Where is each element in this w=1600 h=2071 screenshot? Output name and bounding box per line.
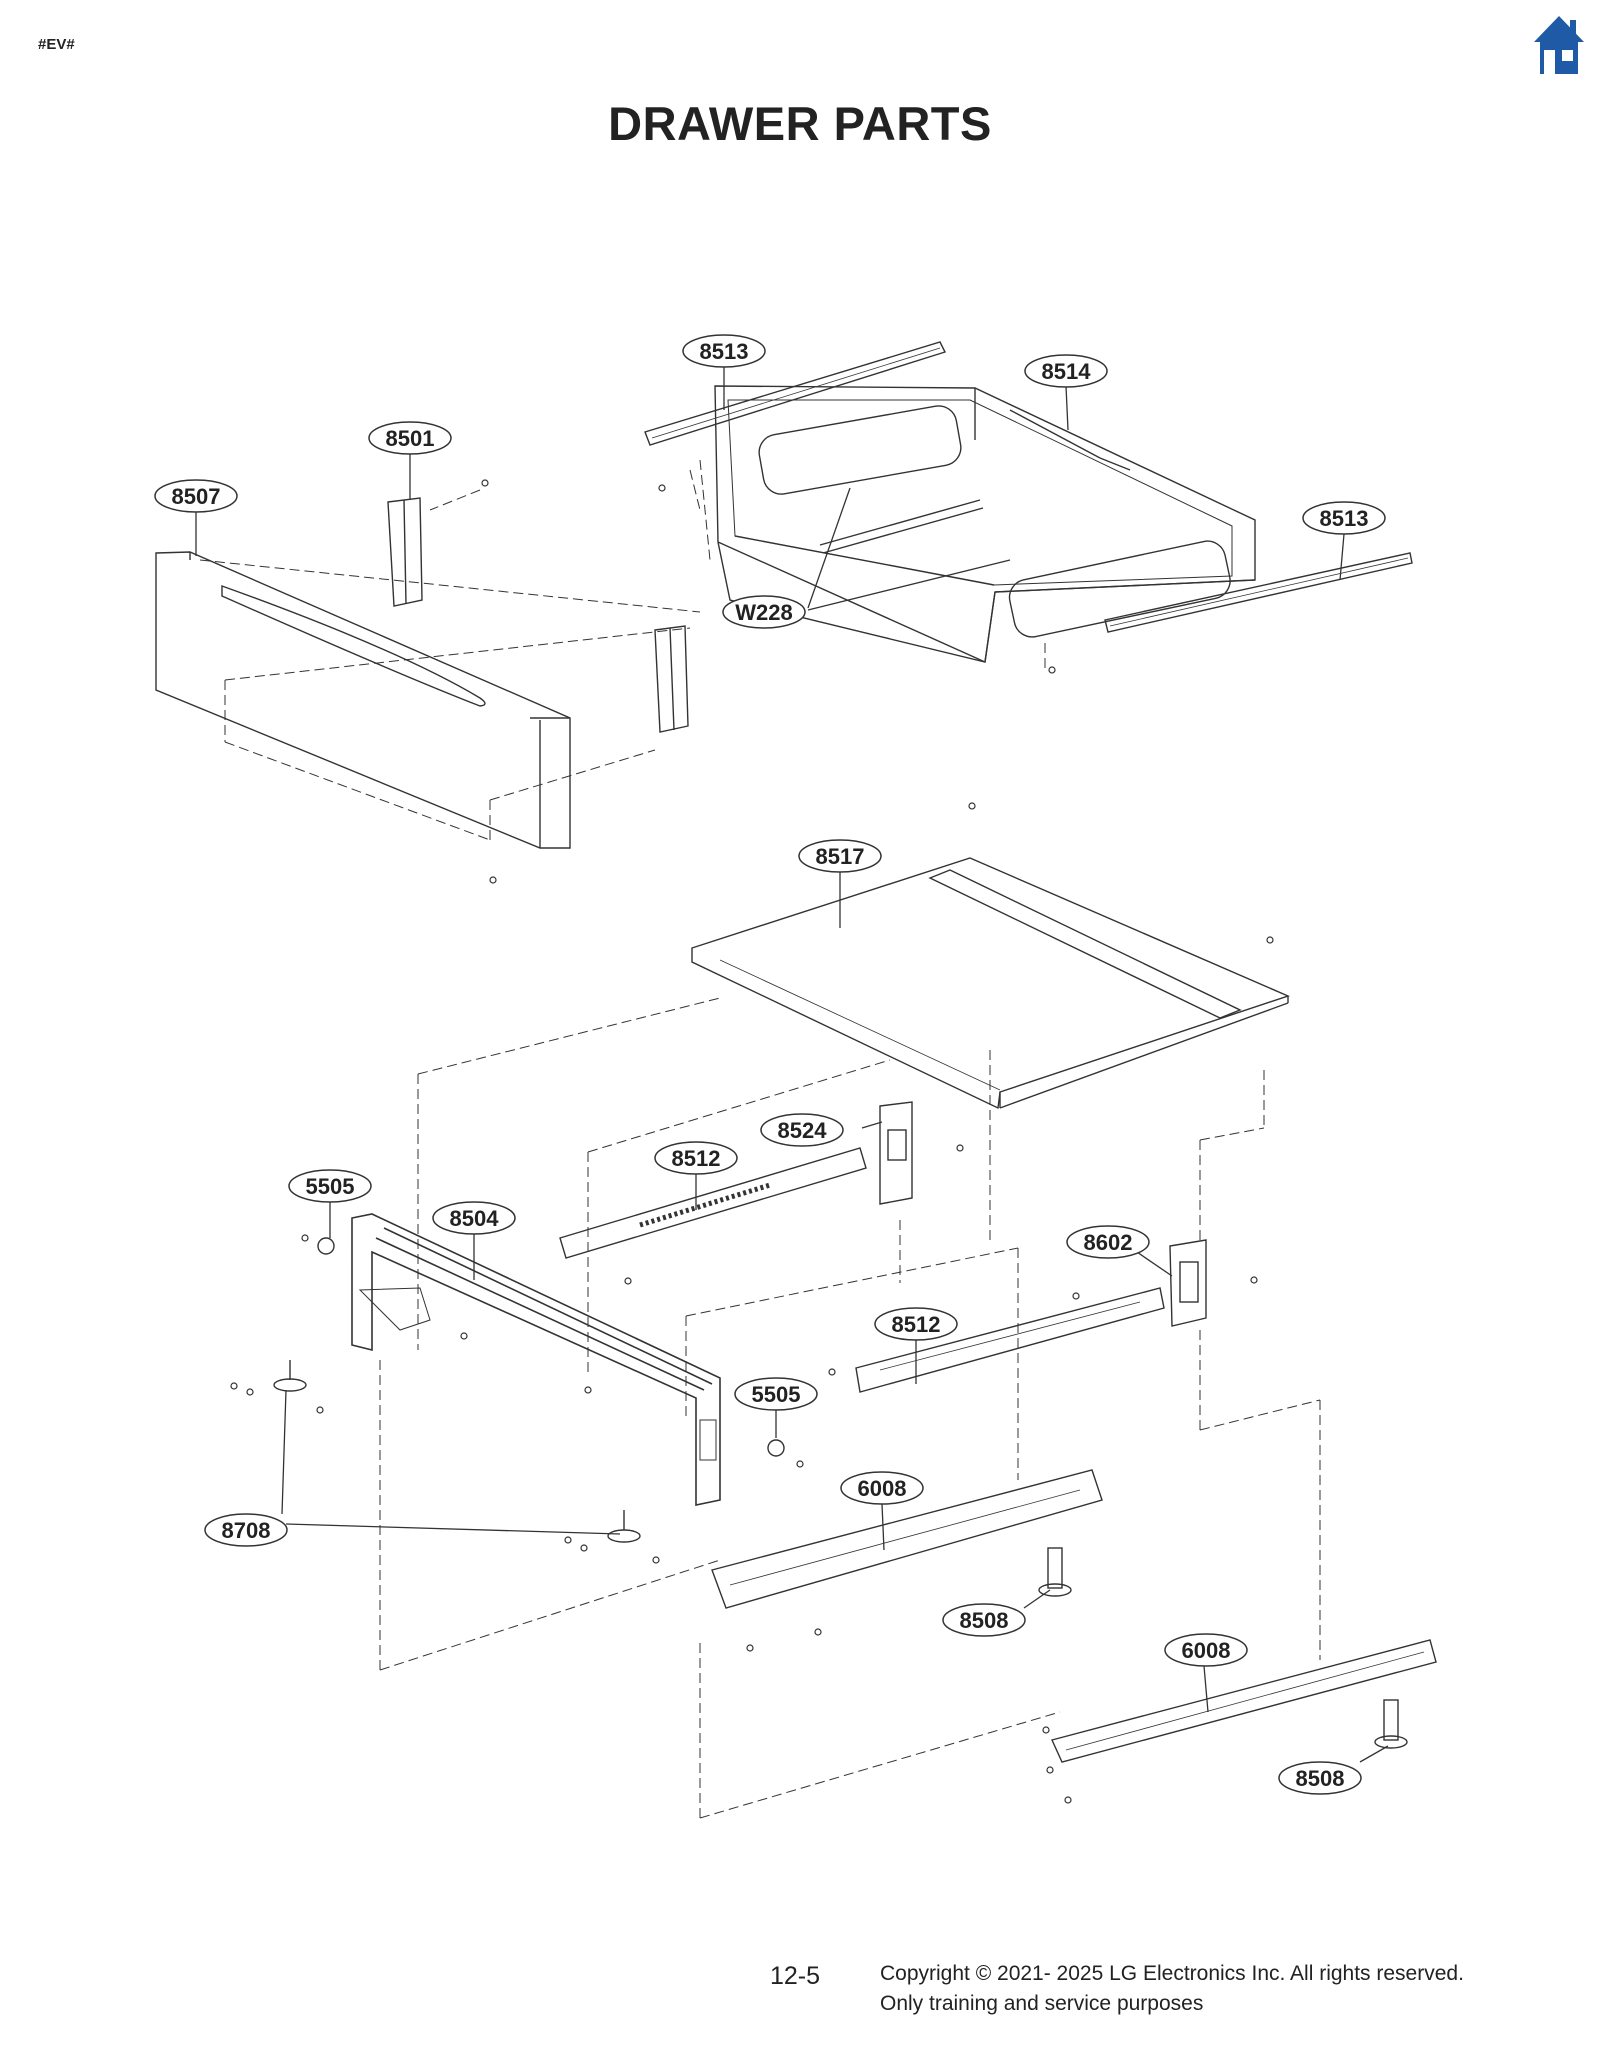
leg-foot-b bbox=[607, 1510, 641, 1543]
callout-8512-lower: 8512 bbox=[874, 1307, 958, 1341]
callout-label: 8501 bbox=[386, 426, 435, 451]
callout-label: 5505 bbox=[306, 1174, 355, 1199]
callout-label: 8512 bbox=[892, 1312, 941, 1337]
page-title: DRAWER PARTS bbox=[608, 97, 992, 150]
callout-5505-right: 5505 bbox=[734, 1377, 818, 1411]
callout-8508-front: 8508 bbox=[942, 1603, 1026, 1637]
callout-6008-front: 6008 bbox=[840, 1471, 924, 1505]
base-rail-front bbox=[711, 1469, 1103, 1609]
callout-8514: 8514 bbox=[1024, 354, 1108, 388]
callout-label: 8508 bbox=[960, 1608, 1009, 1633]
bracket-8524 bbox=[879, 1101, 913, 1205]
callout-W228: W228 bbox=[722, 595, 806, 629]
callout-label: 6008 bbox=[1182, 1638, 1231, 1663]
slide-rail-top bbox=[644, 341, 946, 446]
bracket-right bbox=[654, 625, 689, 733]
cover-plate bbox=[691, 857, 1290, 1110]
callout-8501: 8501 bbox=[368, 421, 452, 455]
callout-label: 8602 bbox=[1084, 1230, 1133, 1255]
callout-8513-right: 8513 bbox=[1302, 501, 1386, 535]
callout-label: 8508 bbox=[1296, 1766, 1345, 1791]
callout-8708: 8708 bbox=[204, 1513, 288, 1547]
callout-label: W228 bbox=[735, 600, 792, 625]
callout-8508-rear: 8508 bbox=[1278, 1761, 1362, 1795]
callout-8524: 8524 bbox=[760, 1113, 844, 1147]
leveler-b bbox=[1374, 1699, 1408, 1749]
page-number: 12-5 bbox=[770, 1962, 821, 1990]
callout-label: 6008 bbox=[858, 1476, 907, 1501]
callout-6008-rear: 6008 bbox=[1164, 1633, 1248, 1667]
bumper-b bbox=[767, 1439, 785, 1457]
callout-label: 8504 bbox=[450, 1206, 500, 1231]
callout-8602: 8602 bbox=[1066, 1225, 1150, 1259]
page-tag: #EV# bbox=[38, 36, 75, 53]
bumper-a bbox=[317, 1237, 335, 1255]
callout-label: 8708 bbox=[222, 1518, 271, 1543]
home-icon[interactable] bbox=[1532, 14, 1586, 76]
bracket-left bbox=[387, 497, 423, 607]
callout-label: 5505 bbox=[752, 1382, 801, 1407]
callout-label: 8524 bbox=[778, 1118, 828, 1143]
bracket-8602 bbox=[1169, 1239, 1207, 1327]
callout-label: 8513 bbox=[700, 339, 749, 364]
leg-foot-a bbox=[273, 1360, 307, 1392]
callout-label: 8513 bbox=[1320, 506, 1369, 531]
callout-label: 8507 bbox=[172, 484, 221, 509]
callout-label: 8512 bbox=[672, 1146, 721, 1171]
slide-rail-lower bbox=[855, 1287, 1165, 1393]
callout-8512-upper: 8512 bbox=[654, 1141, 738, 1175]
callout-5505-left: 5505 bbox=[288, 1169, 372, 1203]
callout-8507: 8507 bbox=[154, 479, 238, 513]
copyright-text: Copyright © 2021- 2025 LG Electronics In… bbox=[880, 1962, 1464, 1985]
usage-notice: Only training and service purposes bbox=[880, 1992, 1204, 2015]
callout-8517: 8517 bbox=[798, 839, 882, 873]
drawer-frame bbox=[351, 1213, 721, 1506]
drawer-front bbox=[155, 551, 571, 849]
callout-8513-top: 8513 bbox=[682, 334, 766, 368]
callout-8504: 8504 bbox=[432, 1201, 516, 1235]
base-rail-rear bbox=[1051, 1639, 1437, 1763]
slide-rail-upper bbox=[559, 1147, 867, 1259]
drawer-tray bbox=[714, 385, 1256, 663]
slide-rail-right bbox=[1104, 552, 1413, 633]
leveler-a bbox=[1038, 1547, 1072, 1597]
callout-label: 8517 bbox=[816, 844, 865, 869]
callout-label: 8514 bbox=[1042, 359, 1092, 384]
